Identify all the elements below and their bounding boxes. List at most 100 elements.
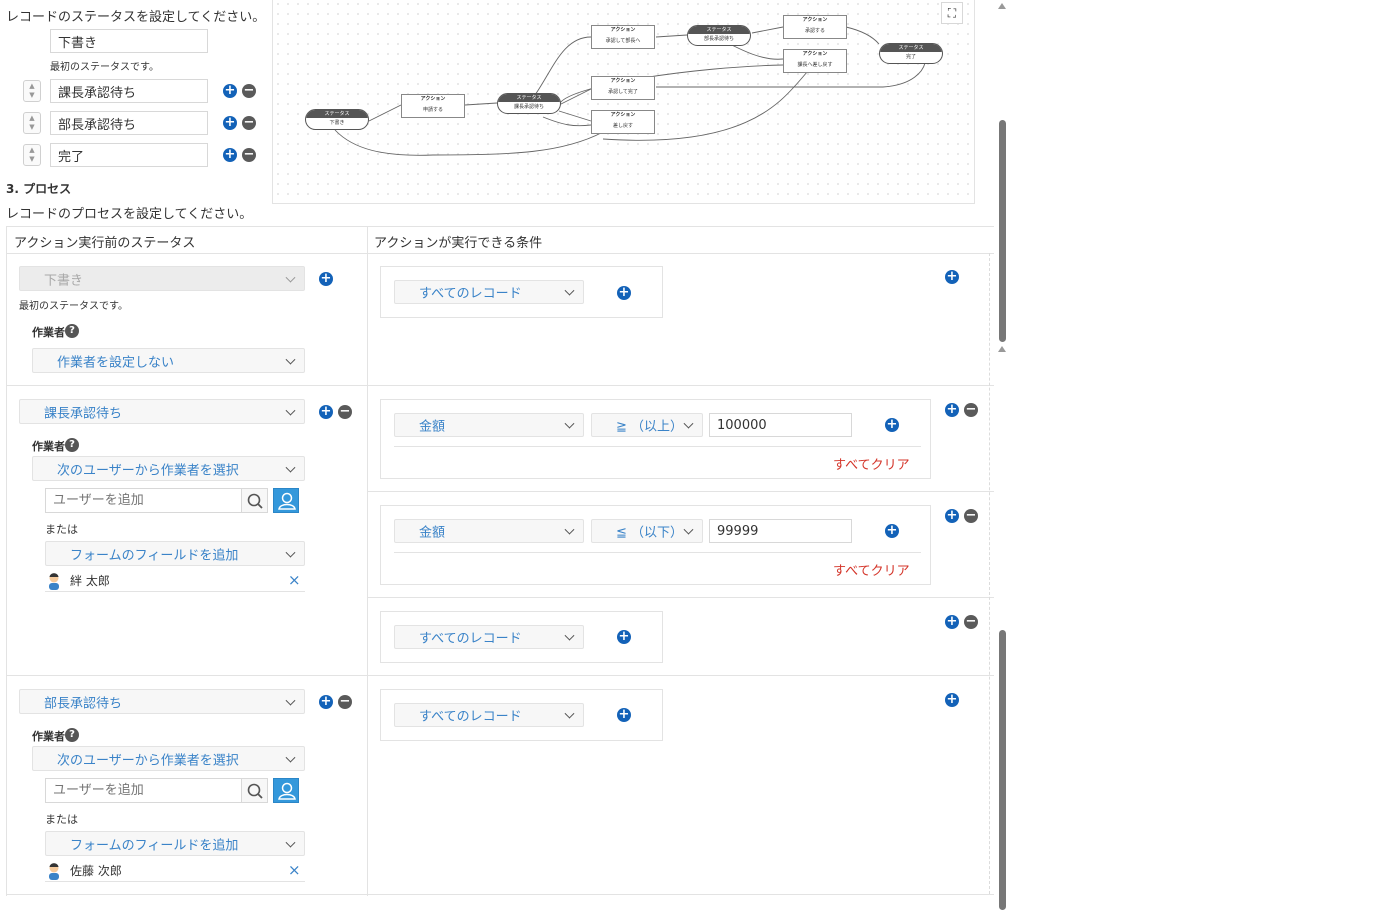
condition-operator-select[interactable]: ≦ （以下） xyxy=(591,519,703,543)
user-search-input[interactable] xyxy=(45,488,242,513)
status-input[interactable]: 完了 xyxy=(50,143,208,167)
expand-icon[interactable]: ⛶ xyxy=(941,2,963,24)
condition-field-select[interactable]: 金額 xyxy=(394,413,584,437)
remove-action-button[interactable]: − xyxy=(964,614,978,629)
status-input[interactable]: 部長承認待ち xyxy=(50,111,208,135)
condition-value-input[interactable]: 100000 xyxy=(709,413,852,437)
workflow-node-type: アクション xyxy=(802,17,828,23)
worker-select[interactable]: 作業者を設定しない xyxy=(32,348,305,373)
add-process-button[interactable]: + xyxy=(319,404,333,419)
condition-operator-select[interactable]: ≧ （以上） xyxy=(591,413,703,437)
status-select[interactable]: 部長承認待ち xyxy=(19,689,305,714)
status-select[interactable]: 下書き xyxy=(19,266,305,291)
selected-user-name: 絆 太郎 xyxy=(70,574,110,588)
remove-status-button[interactable]: − xyxy=(242,147,256,162)
worker-select-value: 作業者を設定しない xyxy=(57,355,175,370)
remove-action-button[interactable]: − xyxy=(964,402,978,417)
workflow-node-action: アクション 承認する xyxy=(783,15,847,39)
scrollbar-thumb[interactable] xyxy=(999,120,1006,342)
table-divider xyxy=(6,385,994,386)
add-action-button[interactable]: + xyxy=(945,692,959,707)
search-button[interactable] xyxy=(241,778,268,803)
worker-select[interactable]: 次のユーザーから作業者を選択 xyxy=(32,456,305,481)
condition-select[interactable]: すべてのレコード xyxy=(394,280,584,304)
worker-label: 作業者 xyxy=(32,440,65,453)
chevron-down-icon xyxy=(285,547,296,558)
clear-all-button[interactable]: すべてクリア xyxy=(833,564,910,579)
first-status-input[interactable]: 下書き xyxy=(50,29,208,53)
worker-select-value: 次のユーザーから作業者を選択 xyxy=(57,463,239,478)
avatar-icon xyxy=(49,573,59,590)
workflow-node-type: アクション xyxy=(610,112,636,118)
scroll-up-icon[interactable] xyxy=(998,346,1006,352)
add-condition-button[interactable]: + xyxy=(885,417,899,432)
workflow-node-type: ステータス xyxy=(688,26,750,34)
add-action-button[interactable]: + xyxy=(945,402,959,417)
condition-value-input[interactable]: 99999 xyxy=(709,519,852,543)
condition-field-select[interactable]: 金額 xyxy=(394,519,584,543)
user-select-button[interactable] xyxy=(273,488,299,513)
add-action-button[interactable]: + xyxy=(945,614,959,629)
user-search-input[interactable] xyxy=(45,778,242,803)
chevron-down-icon xyxy=(285,837,296,848)
chevron-down-icon xyxy=(285,272,296,283)
add-action-button[interactable]: + xyxy=(945,508,959,523)
help-icon[interactable]: ? xyxy=(65,438,79,452)
workflow-node-label: 下書き xyxy=(329,120,345,126)
status-input[interactable]: 課長承認待ち xyxy=(50,79,208,103)
add-condition-button[interactable]: + xyxy=(617,629,631,644)
scroll-up-icon[interactable] xyxy=(998,3,1006,9)
table-divider xyxy=(6,675,994,676)
chevron-down-icon xyxy=(285,462,296,473)
remove-status-button[interactable]: − xyxy=(242,83,256,98)
workflow-node-label: 承認して部長へ xyxy=(605,38,641,44)
add-process-button[interactable]: + xyxy=(319,694,333,709)
table-divider xyxy=(6,894,994,895)
remove-process-button[interactable]: − xyxy=(338,694,352,709)
form-field-select[interactable]: フォームのフィールドを追加 xyxy=(45,831,305,856)
sort-handle[interactable]: ▲▼ xyxy=(23,80,41,102)
condition-select-value: すべてのレコード xyxy=(419,709,522,725)
close-icon[interactable]: × xyxy=(288,571,301,589)
scrollbar-thumb[interactable] xyxy=(999,630,1006,910)
add-condition-button[interactable]: + xyxy=(617,707,631,722)
remove-action-button[interactable]: − xyxy=(964,508,978,523)
add-action-button[interactable]: + xyxy=(945,269,959,284)
workflow-node-label: 部長承認待ち xyxy=(703,36,734,42)
status-section-description: レコードのステータスを設定してください。 xyxy=(6,10,266,25)
add-condition-button[interactable]: + xyxy=(617,285,631,300)
help-icon[interactable]: ? xyxy=(65,728,79,742)
table-divider xyxy=(6,253,994,254)
workflow-graph xyxy=(334,26,926,156)
condition-select-value: すべてのレコード xyxy=(419,286,522,302)
table-divider xyxy=(368,491,994,492)
add-status-button[interactable]: + xyxy=(223,147,237,162)
remove-process-button[interactable]: − xyxy=(338,404,352,419)
sort-handle[interactable]: ▲▼ xyxy=(23,112,41,134)
remove-status-button[interactable]: − xyxy=(242,115,256,130)
worker-label: 作業者 xyxy=(32,730,65,743)
clear-all-button[interactable]: すべてクリア xyxy=(833,458,910,473)
add-process-button[interactable]: + xyxy=(319,271,333,286)
chevron-down-icon xyxy=(564,285,575,296)
chevron-down-icon xyxy=(285,354,296,365)
condition-select[interactable]: すべてのレコード xyxy=(394,703,584,727)
form-field-select[interactable]: フォームのフィールドを追加 xyxy=(45,541,305,566)
workflow-node-label: 承認して完了 xyxy=(608,89,638,95)
help-icon[interactable]: ? xyxy=(65,324,79,338)
add-status-button[interactable]: + xyxy=(223,115,237,130)
scrollbar-track[interactable] xyxy=(996,0,1008,910)
add-status-button[interactable]: + xyxy=(223,83,237,98)
status-select[interactable]: 課長承認待ち xyxy=(19,399,305,424)
worker-select[interactable]: 次のユーザーから作業者を選択 xyxy=(32,746,305,771)
search-button[interactable] xyxy=(241,488,268,513)
worker-select-value: 次のユーザーから作業者を選択 xyxy=(57,753,239,768)
workflow-node-type: ステータス xyxy=(880,44,942,52)
or-label: または xyxy=(45,523,78,536)
first-status-note: 最初のステータスです。 xyxy=(19,301,128,312)
sort-handle[interactable]: ▲▼ xyxy=(23,144,41,166)
condition-select[interactable]: すべてのレコード xyxy=(394,625,584,649)
user-select-button[interactable] xyxy=(273,778,299,803)
add-condition-button[interactable]: + xyxy=(885,523,899,538)
close-icon[interactable]: × xyxy=(288,861,301,879)
